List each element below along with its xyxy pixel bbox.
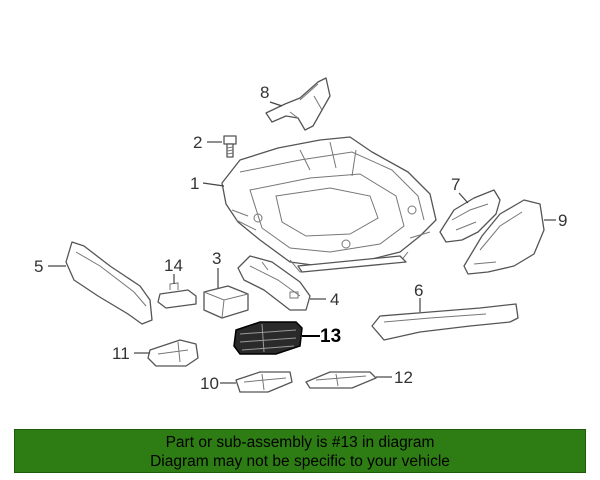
callout-5: 5: [34, 257, 43, 276]
callout-7: 7: [451, 175, 460, 194]
callout-12: 12: [394, 368, 413, 387]
parts-diagram: 8 2 1 7 9 5: [34, 77, 567, 393]
part-9: [463, 199, 545, 275]
callout-1: 1: [190, 174, 199, 193]
banner-line-1: Part or sub-assembly is #13 in diagram: [165, 434, 435, 451]
callout-14: 14: [164, 256, 183, 275]
part-11: [147, 339, 199, 367]
part-7: [439, 189, 501, 243]
callout-3: 3: [212, 249, 221, 268]
part-1-seat-frame: [221, 136, 437, 273]
part-12: [305, 371, 377, 389]
leader-7: [458, 192, 469, 204]
part-14: [157, 282, 197, 309]
callout-10: 10: [200, 374, 219, 393]
callout-8: 8: [260, 83, 269, 102]
part-6: [371, 303, 519, 341]
callout-9: 9: [558, 211, 567, 230]
part-3-module: [203, 285, 249, 319]
banner-line-2: Diagram may not be specific to your vehi…: [150, 453, 450, 470]
callout-13: 13: [320, 326, 341, 347]
callout-4: 4: [330, 290, 339, 309]
callout-6: 6: [414, 281, 423, 300]
callout-2: 2: [193, 133, 202, 152]
info-banner: Part or sub-assembly is #13 in diagram D…: [14, 429, 586, 473]
part-4: [237, 255, 311, 311]
part-8: [265, 77, 331, 131]
part-5-front-trim: [65, 241, 153, 325]
callout-11: 11: [112, 344, 130, 363]
part-13-highlighted: [233, 321, 303, 355]
leader-8: [269, 101, 283, 107]
part-10: [235, 371, 293, 393]
leader-1: [202, 182, 225, 187]
part-2-bolt: [223, 135, 237, 158]
